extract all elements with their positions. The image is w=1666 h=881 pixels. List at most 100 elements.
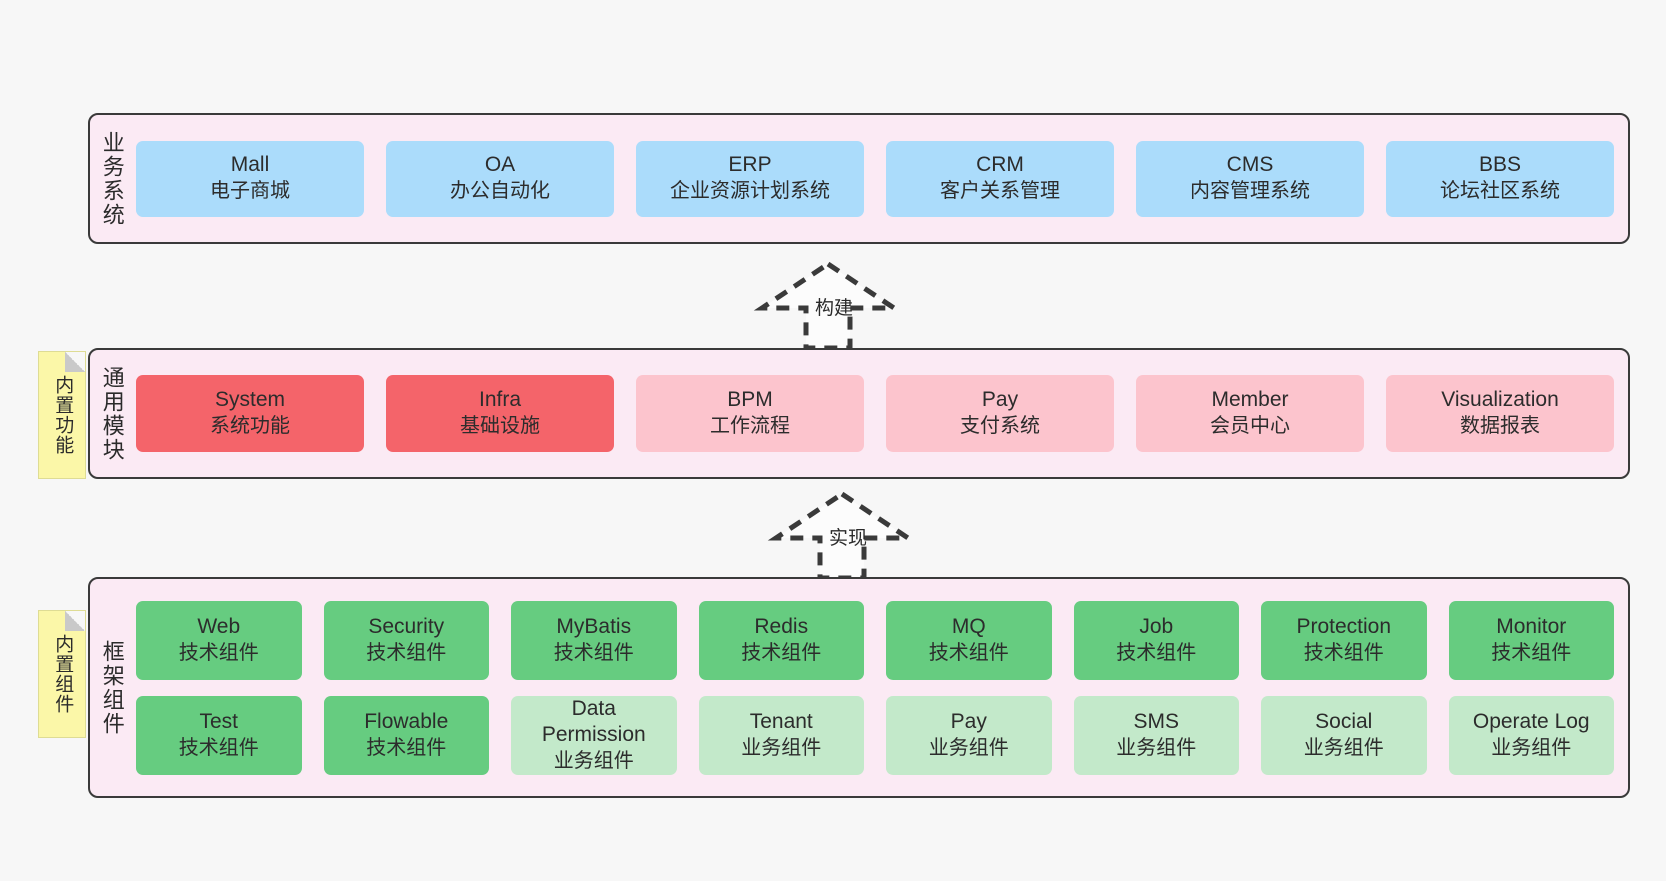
card-protection[interactable]: Protection 技术组件: [1261, 600, 1427, 680]
card-title: BBS: [1478, 153, 1522, 177]
card-title: ERP: [728, 153, 772, 177]
card-title: Flowable: [364, 709, 449, 733]
card-mybatis[interactable]: MyBatis 技术组件: [511, 600, 677, 680]
card-data-permission[interactable]: Data Permission 业务组件: [511, 695, 677, 775]
card-social[interactable]: Social 业务组件: [1261, 695, 1427, 775]
card-subtitle: 办公自动化: [450, 180, 550, 203]
card-title: MyBatis: [556, 614, 632, 638]
card-redis[interactable]: Redis 技术组件: [698, 600, 864, 680]
card-test[interactable]: Test 技术组件: [136, 695, 302, 775]
card-sms[interactable]: SMS 业务组件: [1073, 695, 1239, 775]
card-web[interactable]: Web 技术组件: [136, 600, 302, 680]
card-subtitle: 基础设施: [460, 415, 540, 438]
card-operate-log[interactable]: Operate Log 业务组件: [1448, 695, 1614, 775]
layer-common-modules: 通用模块 System 系统功能 Infra 基础设施 BPM 工作流程 Pay…: [88, 348, 1630, 479]
card-title: Protection: [1296, 614, 1392, 638]
card-bpm[interactable]: BPM 工作流程: [636, 375, 864, 452]
layer-business-systems: 业务系统 Mall 电子商城 OA 办公自动化 ERP 企业资源计划系统 CRM…: [88, 113, 1630, 244]
card-subtitle: 技术组件: [178, 641, 259, 664]
card-pay-module[interactable]: Pay 支付系统: [886, 375, 1114, 452]
card-mall[interactable]: Mall 电子商城: [136, 140, 364, 217]
card-row-business-1: Mall 电子商城 OA 办公自动化 ERP 企业资源计划系统 CRM 客户关系…: [136, 140, 1614, 217]
card-subtitle: 技术组件: [178, 736, 259, 759]
card-title: Operate Log: [1472, 709, 1590, 733]
connector-implement-arrow: 实现: [767, 490, 917, 581]
card-title: CMS: [1226, 153, 1274, 177]
card-subtitle: 企业资源计划系统: [670, 180, 830, 203]
card-erp[interactable]: ERP 企业资源计划系统: [636, 140, 864, 217]
layer-label-framework: 框架组件: [99, 639, 125, 736]
card-row-framework-2: Test 技术组件 Flowable 技术组件 Data Permission …: [136, 695, 1614, 775]
card-title: Tenant: [749, 709, 813, 733]
card-title: SMS: [1133, 709, 1179, 733]
layer-body-modules: System 系统功能 Infra 基础设施 BPM 工作流程 Pay 支付系统…: [134, 350, 1628, 477]
card-subtitle: 技术组件: [366, 641, 447, 664]
card-title: CRM: [976, 153, 1024, 177]
card-tenant[interactable]: Tenant 业务组件: [698, 695, 864, 775]
card-flowable[interactable]: Flowable 技术组件: [323, 695, 489, 775]
card-subtitle: 技术组件: [366, 736, 447, 759]
card-row-framework-1: Web 技术组件 Security 技术组件 MyBatis 技术组件 Redi…: [136, 600, 1614, 680]
card-system[interactable]: System 系统功能: [136, 375, 364, 452]
connector-build-label: 构建: [815, 298, 854, 319]
card-title: Monitor: [1496, 614, 1567, 638]
card-title: Job: [1139, 614, 1174, 638]
card-title: Pay: [950, 709, 987, 733]
sticky-note-builtin-features: 内置功能: [38, 351, 86, 479]
card-mq[interactable]: MQ 技术组件: [886, 600, 1052, 680]
card-title: Visualization: [1441, 388, 1559, 412]
card-bbs[interactable]: BBS 论坛社区系统: [1386, 140, 1614, 217]
card-infra[interactable]: Infra 基础设施: [386, 375, 614, 452]
card-subtitle: 会员中心: [1210, 415, 1290, 438]
card-title: Infra: [478, 388, 522, 412]
card-title: Web: [197, 614, 241, 638]
card-title: Mall: [230, 153, 270, 177]
layer-label-business: 业务系统: [99, 130, 125, 227]
card-subtitle: 电子商城: [210, 180, 290, 203]
connector-implement-label: 实现: [829, 528, 868, 549]
card-title: Security: [368, 614, 445, 638]
layer-body-business: Mall 电子商城 OA 办公自动化 ERP 企业资源计划系统 CRM 客户关系…: [134, 115, 1628, 242]
layer-label-modules: 通用模块: [99, 365, 125, 462]
card-subtitle: 技术组件: [1303, 641, 1384, 664]
card-visualization[interactable]: Visualization 数据报表: [1386, 375, 1614, 452]
card-monitor[interactable]: Monitor 技术组件: [1448, 600, 1614, 680]
card-subtitle: 内容管理系统: [1190, 180, 1310, 203]
card-member[interactable]: Member 会员中心: [1136, 375, 1364, 452]
card-title: Member: [1211, 388, 1289, 412]
card-title: Social: [1315, 709, 1373, 733]
card-subtitle: 技术组件: [1116, 641, 1197, 664]
card-job[interactable]: Job 技术组件: [1073, 600, 1239, 680]
card-subtitle: 工作流程: [710, 415, 790, 438]
card-row-modules-1: System 系统功能 Infra 基础设施 BPM 工作流程 Pay 支付系统…: [136, 375, 1614, 452]
card-title: OA: [484, 153, 516, 177]
card-subtitle: 业务组件: [1303, 736, 1384, 759]
card-title: BPM: [727, 388, 773, 412]
card-oa[interactable]: OA 办公自动化: [386, 140, 614, 217]
card-subtitle: 业务组件: [1116, 736, 1197, 759]
card-subtitle: 系统功能: [210, 415, 290, 438]
card-security[interactable]: Security 技术组件: [323, 600, 489, 680]
card-subtitle: 业务组件: [1491, 736, 1572, 759]
card-cms[interactable]: CMS 内容管理系统: [1136, 140, 1364, 217]
card-pay-component[interactable]: Pay 业务组件: [886, 695, 1052, 775]
connector-build-arrow: 构建: [753, 260, 903, 351]
card-subtitle: 技术组件: [928, 641, 1009, 664]
card-subtitle: 技术组件: [1491, 641, 1572, 664]
card-title: Pay: [981, 388, 1019, 412]
layer-body-framework: Web 技术组件 Security 技术组件 MyBatis 技术组件 Redi…: [134, 579, 1628, 796]
card-subtitle: 技术组件: [741, 641, 822, 664]
card-subtitle: 论坛社区系统: [1440, 180, 1560, 203]
card-title: MQ: [951, 614, 986, 638]
card-subtitle: 业务组件: [553, 749, 634, 772]
card-subtitle: 业务组件: [928, 736, 1009, 759]
card-subtitle: 数据报表: [1460, 415, 1540, 438]
card-crm[interactable]: CRM 客户关系管理: [886, 140, 1114, 217]
card-title: System: [214, 388, 285, 412]
card-subtitle: 支付系统: [960, 415, 1040, 438]
layer-framework-components: 框架组件 Web 技术组件 Security 技术组件 MyBatis 技术组件…: [88, 577, 1630, 798]
card-title: Redis: [754, 614, 809, 638]
sticky-note-builtin-components: 内置组件: [38, 610, 86, 738]
card-title: Data Permission: [541, 696, 646, 747]
